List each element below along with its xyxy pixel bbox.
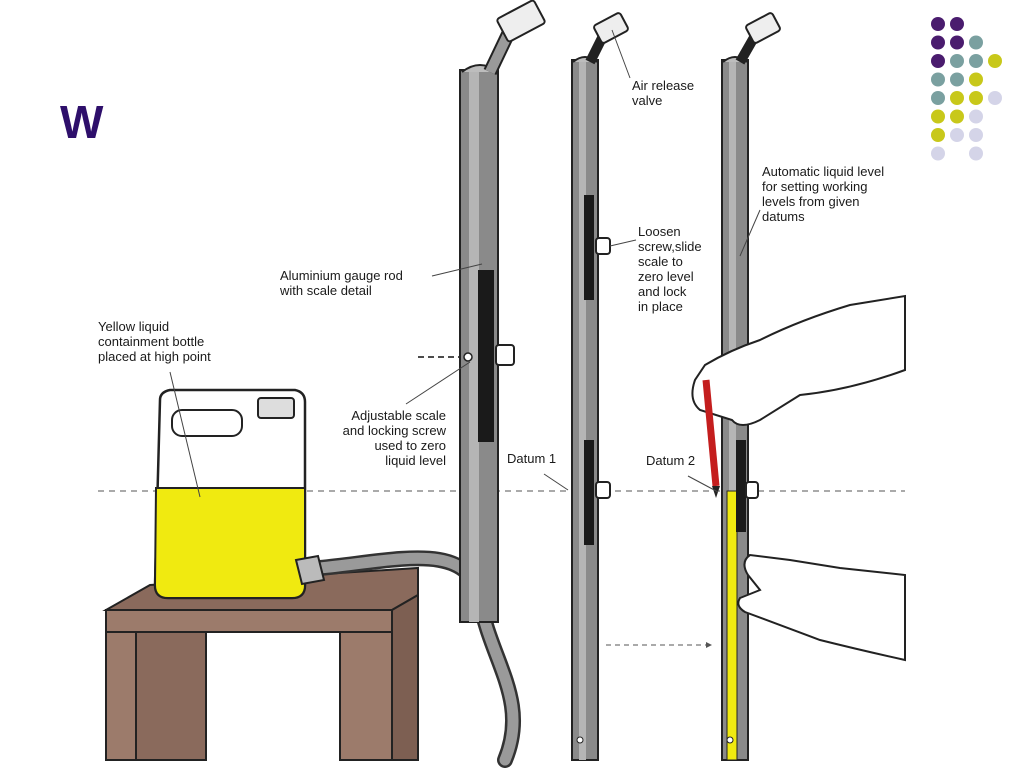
label-line: with scale detail <box>279 283 372 298</box>
decorative-dot-grid <box>931 17 1002 161</box>
decorative-dot <box>931 54 945 68</box>
liquid-container-bottle <box>153 388 326 600</box>
label-line: Adjustable scale <box>351 408 446 423</box>
label-line: Yellow liquid <box>98 319 169 334</box>
label-datum-2: Datum 2 <box>646 453 695 468</box>
label-datum-1: Datum 1 <box>507 451 556 466</box>
label-line: containment bottle <box>98 334 204 349</box>
decorative-dot <box>950 91 964 105</box>
hand-on-rod <box>737 553 906 662</box>
label-line: screw,slide <box>638 239 702 254</box>
gauge-rod-2 <box>571 12 629 761</box>
label-line: Air release <box>632 78 694 93</box>
label-line: in place <box>638 299 683 314</box>
label-line: used to zero <box>374 438 446 453</box>
decorative-dot <box>931 72 945 87</box>
decorative-dot <box>950 72 964 87</box>
decorative-dot <box>988 91 1002 105</box>
decorative-dot <box>950 35 964 50</box>
decorative-dot <box>931 91 945 105</box>
decorative-dot <box>931 146 945 161</box>
decorative-dot <box>969 35 983 50</box>
decorative-dot <box>931 128 945 142</box>
decorative-dot <box>969 109 983 124</box>
label-line: datums <box>762 209 805 224</box>
decorative-dot <box>969 54 983 68</box>
slide-title: W <box>60 96 104 148</box>
hand-holding-pencil <box>691 294 906 498</box>
label-line: and locking screw <box>343 423 447 438</box>
decorative-dot <box>969 128 983 142</box>
decorative-dot <box>969 72 983 87</box>
decorative-dot <box>950 54 964 68</box>
label-line: valve <box>632 93 662 108</box>
label-line: scale to <box>638 254 683 269</box>
decorative-dot <box>988 54 1002 68</box>
decorative-dot <box>950 109 964 124</box>
decorative-dot <box>969 146 983 161</box>
decorative-dot <box>931 35 945 50</box>
label-line: Automatic liquid level <box>762 164 884 179</box>
decorative-dot <box>950 17 964 31</box>
gauge-rod-1 <box>459 0 546 623</box>
decorative-dot <box>931 17 945 31</box>
decorative-dot <box>950 128 964 142</box>
decorative-dot <box>931 109 945 124</box>
label-line: placed at high point <box>98 349 211 364</box>
label-line: and lock <box>638 284 687 299</box>
label-line: for setting working <box>762 179 868 194</box>
decorative-dot <box>969 91 983 105</box>
label-line: zero level <box>638 269 694 284</box>
label-line: Loosen <box>638 224 681 239</box>
label-line: liquid level <box>385 453 446 468</box>
label-line: Aluminium gauge rod <box>280 268 403 283</box>
label-line: levels from given <box>762 194 860 209</box>
